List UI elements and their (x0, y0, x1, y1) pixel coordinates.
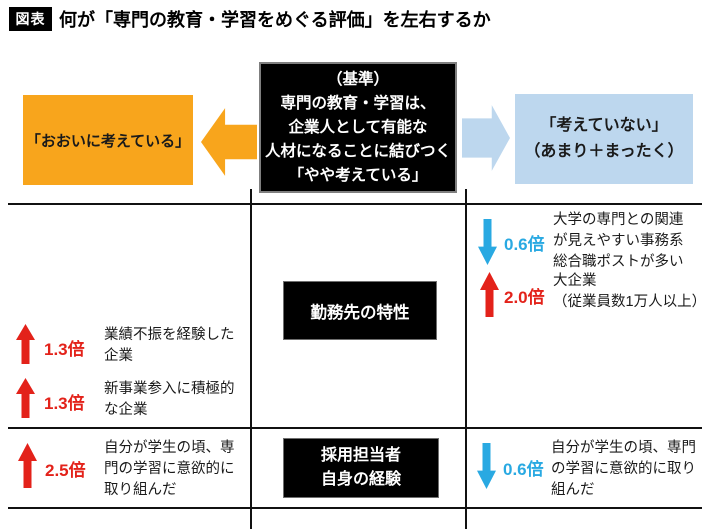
grid-hline-2 (8, 427, 702, 429)
factor-text: 自分が学生の頃、専門 の学習に意欲的に取り 組んだ (551, 440, 696, 498)
ratio-label: 2.0倍 (504, 288, 545, 307)
factor-text: 大学の専門との関連 が見えやすい事務系 総合職ポストが多い (553, 212, 684, 270)
ratio-label: 0.6倍 (503, 460, 544, 479)
down-arrow-icon (478, 219, 497, 265)
up-arrow-icon (18, 443, 37, 488)
grid-hline-1 (8, 203, 702, 205)
section-label-workplace: 勤務先の特性 (283, 281, 437, 340)
right-arrow-icon (462, 105, 510, 171)
factor-text: 自分が学生の頃、専 門の学習に意欲的に 取り組んだ (104, 440, 235, 498)
answer-box-strongly-agree: 「おおいに考えている」 (23, 95, 193, 185)
up-arrow-icon (16, 378, 35, 418)
down-arrow-icon (477, 443, 496, 489)
factor-text: 業績不振を経験した 企業 (104, 327, 235, 364)
baseline-criteria-box: （基準） 専門の教育・学習は、 企業人として有能な 人材になることに結びつく 「… (259, 62, 457, 193)
up-arrow-icon (480, 272, 499, 317)
up-arrow-icon (16, 324, 35, 364)
grid-vline-left (250, 189, 252, 529)
ratio-label: 1.3倍 (44, 394, 85, 413)
grid-vline-right (465, 189, 467, 529)
ratio-label: 1.3倍 (44, 340, 85, 359)
figure-badge: 図表 (9, 7, 52, 31)
figure-title: 何が「専門の教育・学習をめぐる評価」を左右するか (59, 10, 491, 30)
grid-hline-3 (8, 507, 702, 509)
left-arrow-icon (201, 108, 257, 176)
factor-text: 大企業 （従業員数1万人以上） (553, 273, 707, 310)
ratio-label: 0.6倍 (504, 235, 545, 254)
factor-text: 新事業参入に積極的 な企業 (104, 381, 235, 418)
section-label-recruiter: 採用担当者 自身の経験 (283, 438, 439, 498)
answer-box-not-thinking: 「考えていない」 （あまり＋まったく） (515, 94, 693, 184)
ratio-label: 2.5倍 (45, 461, 86, 480)
